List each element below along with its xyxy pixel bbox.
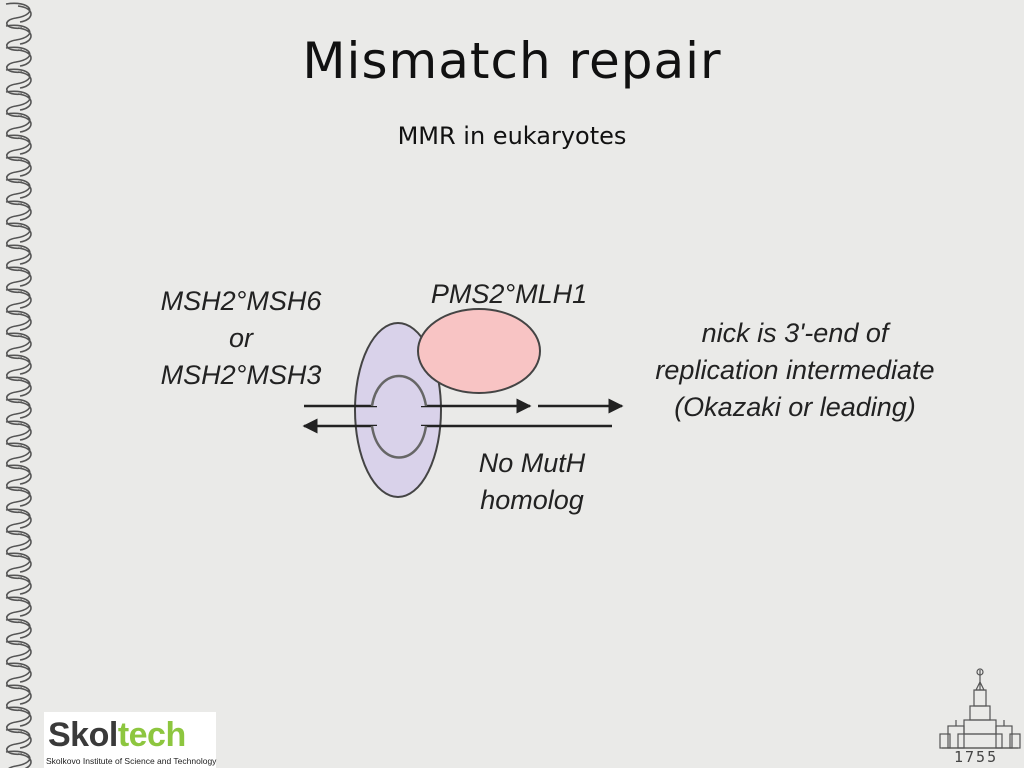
university-building-icon (939, 668, 1021, 749)
mismatch-bubble-lower (370, 425, 428, 459)
msh-label: MSH2°MSH6 or MSH2°MSH3 (160, 286, 322, 390)
logo-subtitle: Skolkovo Institute of Science and Techno… (46, 756, 217, 766)
logo-word-part1: Skol (48, 716, 118, 754)
mismatch-bubble (370, 374, 428, 407)
pms-complex-shape (417, 308, 541, 394)
badge-year: 1755 (954, 748, 999, 766)
slide-subtitle: MMR in eukaryotes (397, 122, 627, 150)
pms-label: PMS2°MLH1 (430, 279, 588, 309)
no-muth-label: No MutH homolog (478, 448, 586, 515)
slide-title: Mismatch repair (302, 32, 722, 90)
nick-label: nick is 3'-end of replication intermedia… (655, 318, 935, 422)
logo-word-part2: tech (117, 716, 186, 754)
skoltech-logo: Skoltech Skolkovo Institute of Science a… (44, 712, 216, 768)
decorative-border (5, 2, 32, 768)
